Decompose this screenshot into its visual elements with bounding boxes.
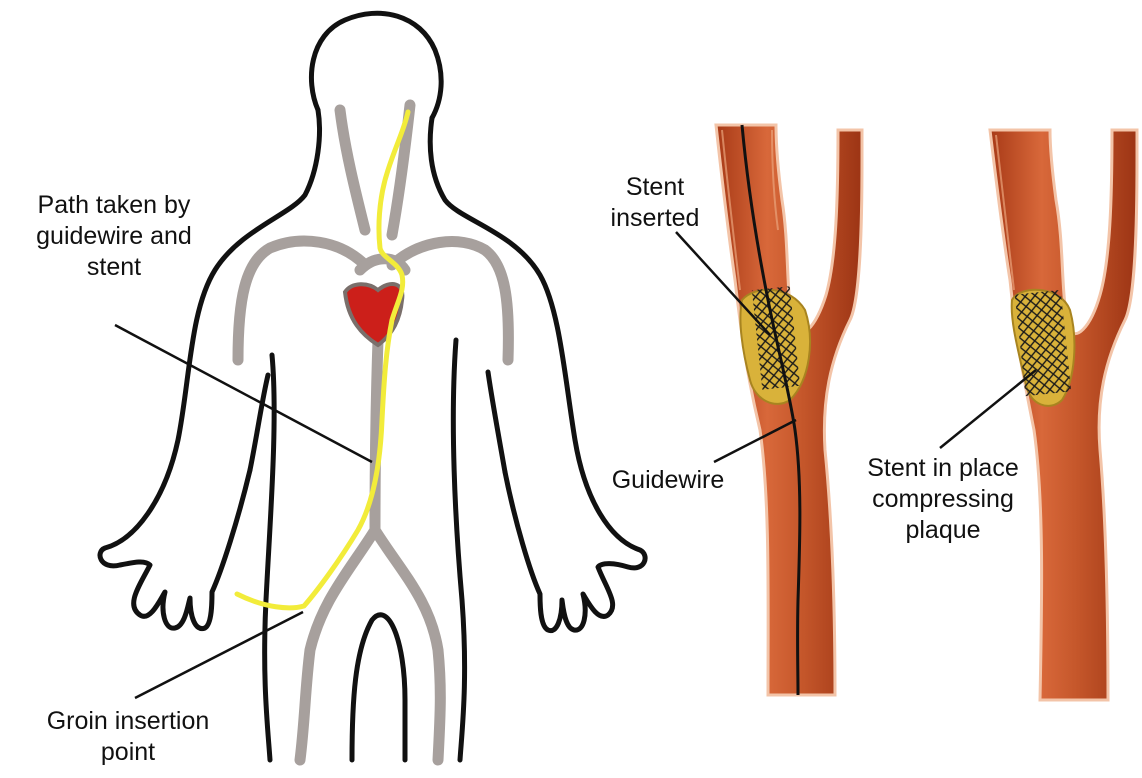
vessel-path [238,105,508,760]
label-stent-in-place-line-2: compressing [858,484,1028,515]
label-path-line-3: stent [14,252,214,283]
label-stent-in-place-line-1: Stent in place [858,453,1028,484]
label-path-line-2: guidewire and [14,221,214,252]
leader-stent-in-place [940,370,1036,448]
leader-groin [135,612,303,698]
artery-stent-inserted [716,125,862,695]
label-groin-line-1: Groin insertion [28,706,228,737]
label-stent-in-place-line-3: plaque [858,515,1028,546]
label-groin-line-2: point [28,737,228,768]
label-path-taken: Path taken by guidewire and stent [14,190,214,283]
label-stent-inserted: Stent inserted [590,172,720,234]
label-guidewire-line-1: Guidewire [598,465,738,496]
artery-stent-in-place [990,130,1137,700]
label-stent-inserted-line-2: inserted [590,203,720,234]
label-groin-insertion: Groin insertion point [28,706,228,768]
label-stent-inserted-line-1: Stent [590,172,720,203]
label-guidewire: Guidewire [598,465,738,496]
label-stent-in-place: Stent in place compressing plaque [858,453,1028,546]
label-path-line-1: Path taken by [14,190,214,221]
